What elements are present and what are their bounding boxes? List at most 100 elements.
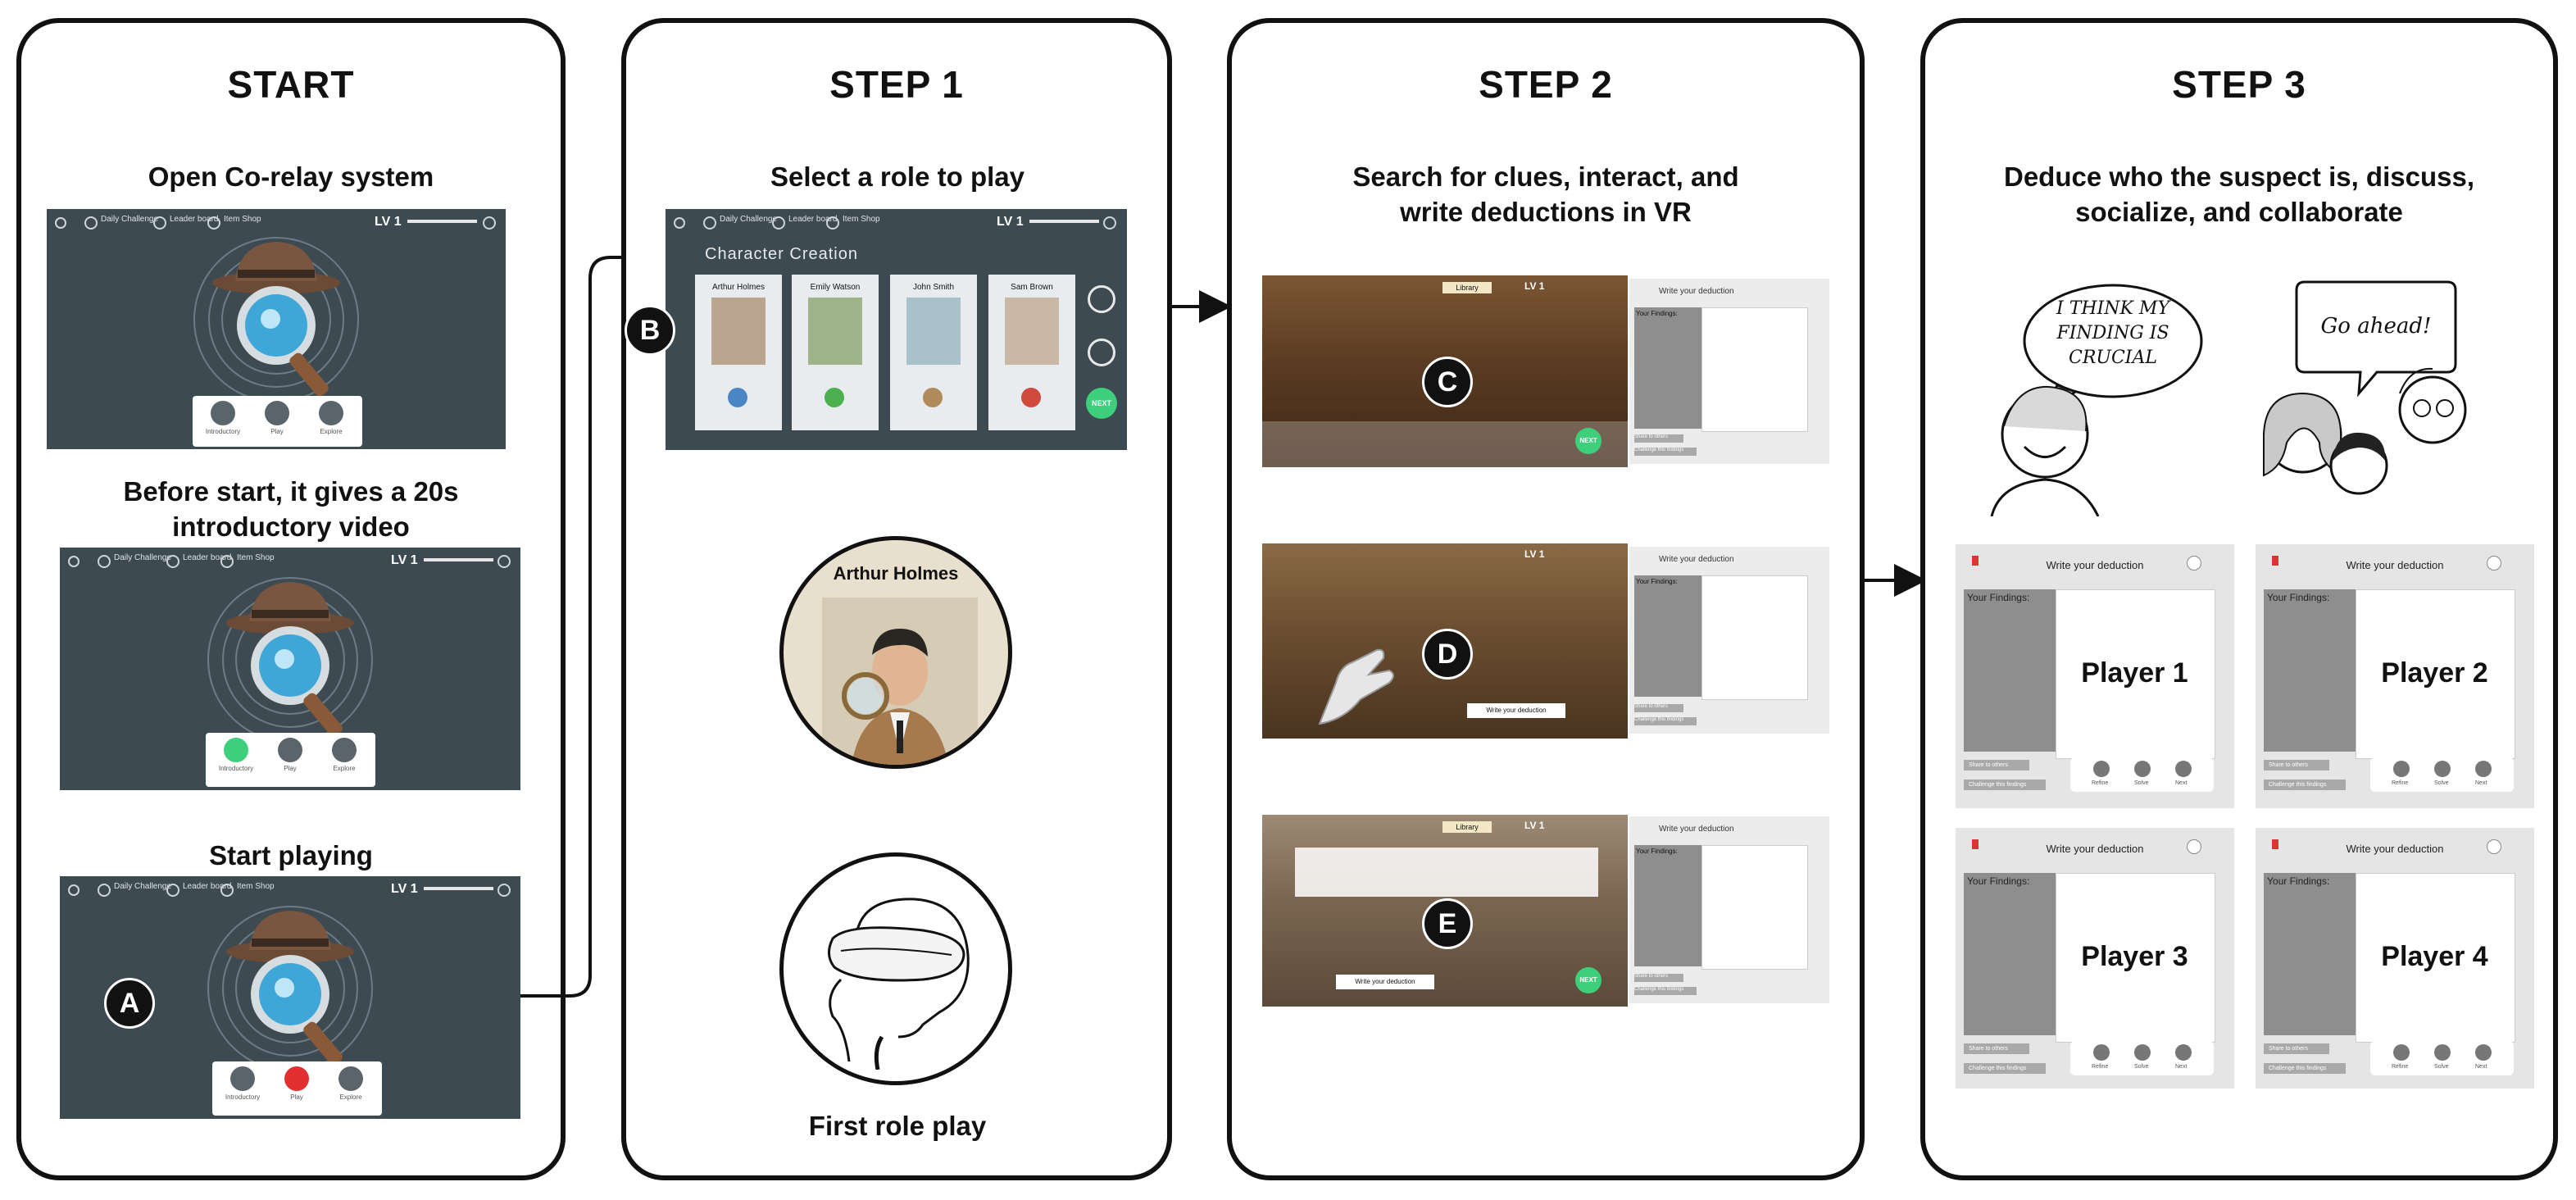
deduction-header: Write your deduction — [1659, 825, 1734, 834]
refine-icon[interactable] — [2393, 1044, 2410, 1061]
previous-arrow-icon[interactable] — [1088, 285, 1115, 313]
menu-item-shop[interactable]: Item Shop — [843, 216, 880, 224]
challenge-button[interactable]: Challenge this findings — [1634, 717, 1697, 725]
share-button[interactable]: Share to others — [1964, 760, 2029, 770]
solve-label: Solve — [2434, 780, 2449, 786]
player-card-1: Write your deduction Your Findings: Play… — [1956, 544, 2234, 808]
level-label: LV 1 — [1524, 280, 1544, 292]
next-icon[interactable] — [2175, 1044, 2192, 1061]
caption-line: Deduce who the suspect is, discuss, — [2004, 161, 2474, 192]
deduction-prompt[interactable]: Write your deduction — [1336, 975, 1434, 989]
refine-icon[interactable] — [2393, 761, 2410, 777]
share-button[interactable]: Share to others — [1964, 1043, 2029, 1054]
share-button[interactable]: Share to others — [1634, 704, 1683, 712]
leaderboard-icon[interactable] — [772, 216, 785, 230]
next-label: Next — [2475, 1064, 2487, 1070]
refine-label: Refine — [2392, 1064, 2408, 1070]
next-button[interactable]: NEXT — [1575, 967, 1601, 993]
refine-icon[interactable] — [2093, 1044, 2110, 1061]
level-label: LV 1 — [1524, 820, 1544, 831]
play-icon[interactable] — [2487, 556, 2501, 570]
play-icon[interactable] — [2487, 839, 2501, 854]
next-label: Next — [2175, 780, 2187, 786]
library-tag: Library — [1442, 821, 1492, 833]
action-buttons: Refine Solve Next — [2370, 1041, 2514, 1075]
character-card-arthur[interactable]: Arthur Holmes — [695, 275, 782, 430]
action-buttons: Refine Solve Next — [2070, 1041, 2214, 1075]
badge-b: B — [625, 305, 675, 356]
share-button[interactable]: Share to others — [2264, 1043, 2329, 1054]
challenge-button[interactable]: Challenge this findings — [1634, 448, 1697, 456]
solve-icon[interactable] — [2134, 761, 2151, 777]
findings-label: Your Findings: — [1636, 848, 1678, 855]
player-name: Player 3 — [2056, 873, 2214, 1041]
select-icon[interactable] — [923, 388, 943, 407]
settings-icon[interactable] — [674, 217, 685, 229]
solve-icon[interactable] — [2434, 1044, 2451, 1061]
next-icon[interactable] — [2175, 761, 2192, 777]
select-icon[interactable] — [728, 388, 747, 407]
next-icon[interactable] — [2475, 761, 2492, 777]
share-button[interactable]: Share to others — [2264, 760, 2329, 770]
deduction-panel-e: Write your deduction Your Findings: Shar… — [1629, 816, 1829, 1003]
play-icon[interactable] — [2187, 556, 2201, 570]
deduction-header: Write your deduction — [1659, 287, 1734, 296]
next-icon[interactable] — [2475, 1044, 2492, 1061]
caption-line: socialize, and collaborate — [2075, 197, 2403, 227]
step-caption: Select a role to play — [656, 159, 1139, 194]
caption-line: write deductions in VR — [1400, 197, 1692, 227]
step-caption: Deduce who the suspect is, discuss, socia… — [1942, 159, 2536, 230]
step-caption: Search for clues, interact, andwrite ded… — [1254, 159, 1838, 230]
portrait-name: Arthur Holmes — [784, 563, 1008, 584]
play-icon[interactable] — [2187, 839, 2201, 854]
solve-icon[interactable] — [2434, 761, 2451, 777]
challenge-button[interactable]: Challenge this findings — [1964, 1063, 2046, 1074]
share-button[interactable]: Share to others — [1634, 434, 1683, 443]
badge-c: C — [1422, 357, 1473, 407]
character-creation-title: Character Creation — [705, 245, 858, 264]
findings-label: Your Findings: — [1636, 310, 1678, 317]
refine-label: Refine — [2392, 780, 2408, 786]
menu-daily-challenge[interactable]: Daily Challenge — [720, 216, 777, 224]
findings-label: Your Findings: — [1636, 578, 1678, 585]
challenge-button[interactable]: Challenge this findings — [1964, 780, 2046, 790]
solve-icon[interactable] — [2134, 1044, 2151, 1061]
select-icon[interactable] — [825, 388, 844, 407]
findings-paper — [1701, 307, 1808, 432]
next-button[interactable]: NEXT — [1086, 388, 1117, 419]
action-toolbar — [1262, 421, 1628, 467]
bubble-line: I THINK MY — [2056, 298, 2169, 319]
character-name: Arthur Holmes — [695, 283, 782, 292]
challenge-button[interactable]: Challenge this findings — [2264, 780, 2346, 790]
daily-challenge-icon[interactable] — [703, 216, 716, 230]
challenge-button[interactable]: Challenge this findings — [1634, 987, 1697, 995]
refine-icon[interactable] — [2093, 761, 2110, 777]
panel-title: STEP 1 — [626, 62, 1167, 107]
next-arrow-icon[interactable] — [1088, 339, 1115, 366]
findings-paper — [1701, 575, 1808, 700]
action-buttons: Refine Solve Next — [2370, 757, 2514, 792]
shop-icon[interactable] — [826, 216, 839, 230]
challenge-button[interactable]: Challenge this findings — [2264, 1063, 2346, 1074]
deduction-prompt[interactable]: Write your deduction — [1467, 703, 1565, 718]
select-icon[interactable] — [1021, 388, 1041, 407]
share-button[interactable]: Share to others — [1634, 974, 1683, 982]
speech-bubble-1: I THINK MY FINDING IS CRUCIAL — [2049, 297, 2177, 370]
badge-e: E — [1422, 898, 1473, 949]
library-tag: Library — [1442, 282, 1492, 293]
character-card-john[interactable]: John Smith — [890, 275, 977, 430]
findings-column — [1634, 575, 1701, 697]
next-label: Next — [2175, 1064, 2187, 1070]
next-button[interactable]: NEXT — [1575, 428, 1601, 454]
next-label: Next — [2475, 780, 2487, 786]
portrait-image — [1005, 298, 1059, 365]
character-card-emily[interactable]: Emily Watson — [792, 275, 879, 430]
panel-title: STEP 2 — [1232, 62, 1860, 107]
profile-icon[interactable] — [1103, 216, 1116, 230]
character-name: Sam Brown — [988, 283, 1075, 292]
character-card-sam[interactable]: Sam Brown — [988, 275, 1075, 430]
findings-column — [1964, 589, 2056, 752]
player-card-4: Write your deduction Your Findings: Play… — [2256, 828, 2534, 1089]
solve-label: Solve — [2134, 780, 2149, 786]
bubble-line: FINDING IS — [2056, 323, 2169, 343]
